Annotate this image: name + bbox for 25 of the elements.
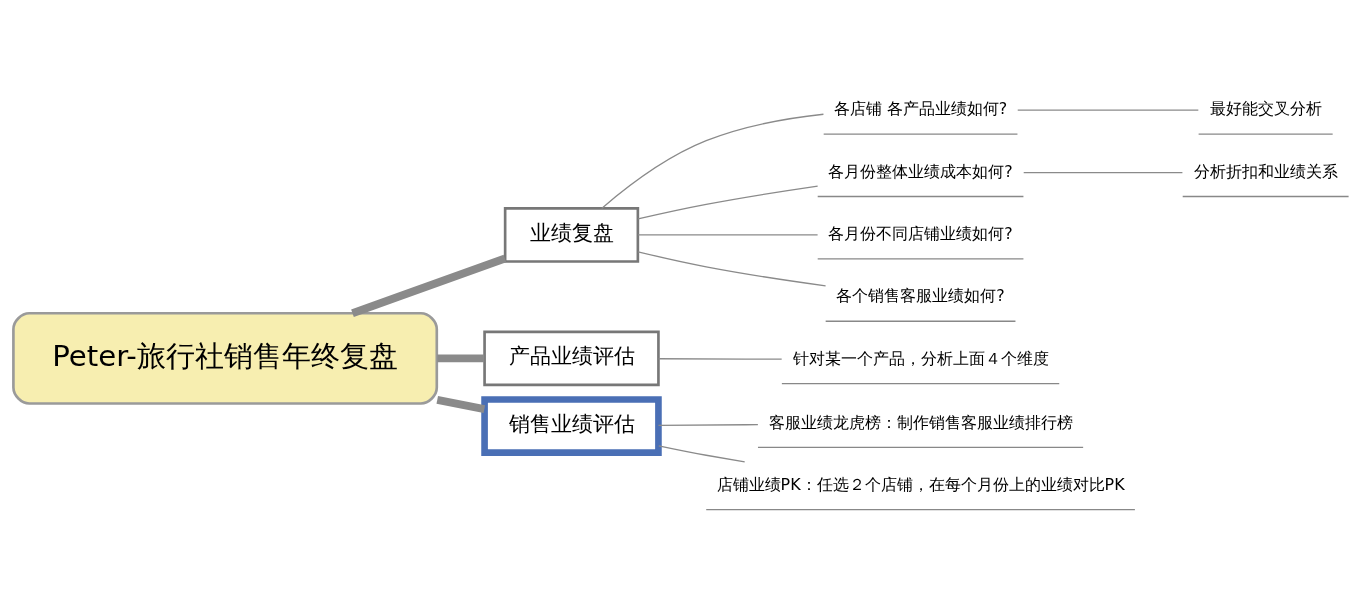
node-text: 各月份整体业绩成本如何? [828,161,1013,181]
node-text: 客服业绩龙虎榜：制作销售客服业绩排行榜 [768,412,1073,432]
connector [657,424,759,427]
connector [351,254,507,317]
connector [1023,171,1184,174]
connector [658,445,746,463]
node-box: 业绩复盘 [503,207,640,263]
node-box: Peter-旅行社销售年终复盘 [12,311,439,405]
connector [1017,109,1199,111]
node-text: 各月份不同店铺业绩如何? [828,224,1013,244]
connector [637,185,819,220]
connector [637,234,819,236]
node-text: 各个销售客服业绩如何? [836,286,1005,306]
connector [637,251,827,287]
node-box: 产品业绩评估 [483,330,660,387]
connector [657,358,783,360]
node-text: 各店铺 各产品业绩如何? [833,99,1008,119]
node-text: 最好能交叉分析 [1209,99,1322,119]
node-text: 店铺业绩PK：任选２个店铺，在每个月份上的业绩对比PK [716,474,1125,494]
node-box: 销售业绩评估 [481,396,662,456]
connector [437,354,485,363]
node-text: 针对某一个产品，分析上面４个维度 [792,348,1049,368]
node-text: 分析折扣和业绩关系 [1193,161,1338,181]
connector [436,396,486,414]
connector [601,113,825,210]
